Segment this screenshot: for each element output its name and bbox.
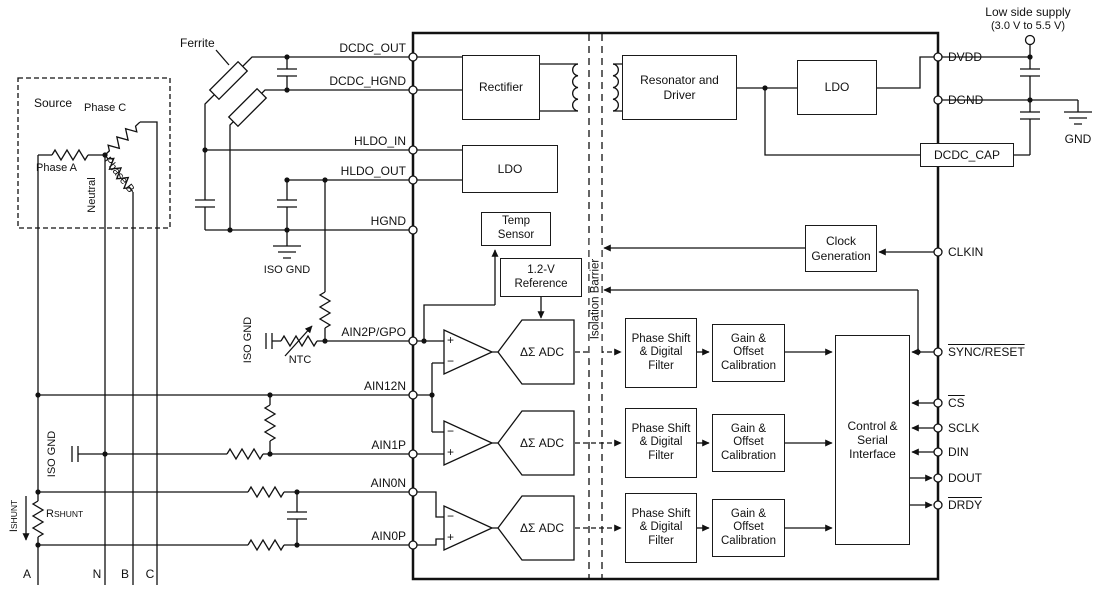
block-gain-offset-calibration-2: Gain & Offset Calibration: [712, 414, 785, 472]
ferrite-beads: [208, 60, 268, 128]
pin-label-clkin: CLKIN: [948, 245, 984, 259]
pin-label-hldo-out: HLDO_OUT: [340, 164, 406, 178]
pin-label-dcdc-hgnd: DCDC_HGND: [329, 74, 406, 88]
external-wires: [37, 49, 409, 585]
pin-label-dcdc-out: DCDC_OUT: [339, 41, 406, 55]
pin-label-ain0p: AIN0P: [371, 529, 406, 543]
block-temp-sensor: Temp Sensor: [481, 212, 551, 246]
opamp3-plus: +: [447, 530, 455, 544]
block-ldo: LDO: [797, 60, 877, 115]
block-control-serial-interface: Control & Serial Interface: [835, 335, 910, 545]
opamp2-minus: −: [447, 424, 455, 438]
neutral-label: Neutral: [86, 177, 98, 213]
phase-c-label: Phase C: [84, 102, 127, 114]
r-shunt-label: RSHUNT: [46, 508, 84, 520]
bottom-label-a: A: [22, 567, 31, 581]
pin-terminals: [408, 52, 943, 550]
pin-label-cs: CS: [948, 396, 965, 410]
supply-terminal: [942, 34, 1092, 156]
junction-dots: [35, 54, 1033, 548]
block-phase-shift-filter-1: Phase Shift & Digital Filter: [625, 318, 697, 388]
adc-label-2: ΔΣ ADC: [519, 436, 565, 450]
transformer-coils: [540, 63, 622, 112]
block-high-side-ldo: LDO: [462, 145, 558, 193]
block-phase-shift-filter-3: Phase Shift & Digital Filter: [625, 493, 697, 563]
pin-label-dvdd: DVDD: [948, 50, 983, 64]
bottom-label-c: C: [145, 567, 155, 581]
source-box: [17, 77, 171, 229]
i-shunt-label: ISHUNT: [8, 499, 20, 533]
adc-label-3: ΔΣ ADC: [519, 521, 565, 535]
bottom-label-n: N: [92, 567, 102, 581]
opamp-symbols: [443, 328, 494, 552]
pin-label-hgnd: HGND: [370, 214, 406, 228]
iso-gnd-label-1: ISO GND: [263, 264, 311, 276]
block-rectifier: Rectifier: [462, 55, 540, 120]
isolation-barrier-label: Isolation Barrier: [589, 238, 602, 360]
opamp3-minus: −: [447, 509, 455, 523]
chip-outline: [411, 31, 940, 581]
opamp1-plus: +: [447, 333, 455, 347]
pin-label-ain2p-gpo: AIN2P/GPO: [341, 325, 406, 339]
iso-gnd-label-2: ISO GND: [242, 316, 254, 364]
block-gain-offset-calibration-3: Gain & Offset Calibration: [712, 499, 785, 557]
iso-gnd-label-3: ISO GND: [46, 430, 58, 478]
opamp1-minus: −: [447, 354, 455, 368]
block-gain-offset-calibration-1: Gain & Offset Calibration: [712, 324, 785, 382]
pin-label-dgnd: DGND: [948, 93, 984, 107]
pin-label-sync-reset: SYNC/RESET: [948, 345, 1025, 359]
gnd-label: GND: [1064, 132, 1092, 146]
ferrite-label: Ferrite: [180, 36, 215, 50]
bottom-label-b: B: [120, 567, 129, 581]
phase-a-label: Phase A: [36, 162, 77, 174]
pin-label-hldo-in: HLDO_IN: [353, 134, 406, 148]
internal-wires: [417, 56, 934, 546]
isolation-barrier-lines: [588, 34, 603, 578]
opamp2-plus: +: [447, 445, 455, 459]
supply-range: (3.0 V to 5.5 V): [991, 20, 1065, 32]
source-label: Source: [34, 96, 73, 110]
adc-label-1: ΔΣ ADC: [519, 345, 565, 359]
ntc-label: NTC: [288, 354, 312, 366]
signal-arrows: [22, 244, 934, 541]
adc-shapes: [497, 319, 575, 561]
pin-box-dcdc-cap: DCDC_CAP: [920, 143, 1014, 167]
supply-title: Low side supply: [985, 5, 1071, 19]
pin-label-drdy: DRDY: [948, 498, 983, 512]
resistor-symbols: [31, 121, 332, 552]
block-resonator-driver: Resonator and Driver: [622, 55, 737, 120]
pin-label-ain12n: AIN12N: [363, 379, 406, 393]
block-phase-shift-filter-2: Phase Shift & Digital Filter: [625, 408, 697, 478]
pin-label-ain1p: AIN1P: [371, 438, 406, 452]
pin-label-sclk: SCLK: [948, 421, 980, 435]
pin-label-din: DIN: [948, 445, 969, 459]
pin-label-dout: DOUT: [948, 471, 982, 485]
pin-label-ain0n: AIN0N: [370, 476, 406, 490]
block-clock-generation: Clock Generation: [805, 225, 877, 272]
block-reference: 1.2-V Reference: [500, 258, 582, 297]
